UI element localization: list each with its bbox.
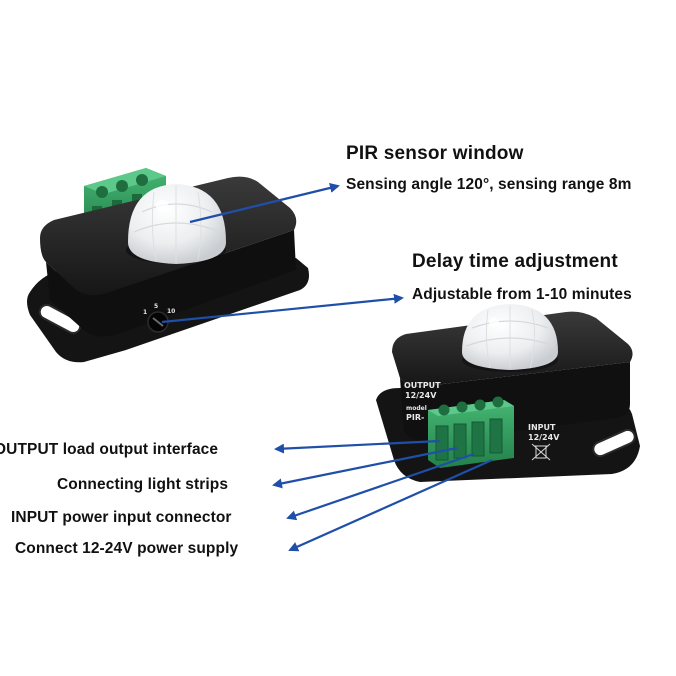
arrow-pir-window — [189, 183, 340, 224]
pir-sensor-title: PIR sensor window — [346, 143, 524, 164]
arrow-input-connector — [286, 452, 475, 521]
svg-text:5: 5 — [154, 303, 158, 310]
model-code: PIR- — [406, 413, 424, 422]
device-top-left: 1 5 10 — [27, 168, 309, 363]
callout-arrows — [161, 183, 493, 552]
pir-dome-window — [462, 304, 558, 372]
arrow-power-supply — [288, 458, 493, 552]
pir-dome-window — [126, 184, 226, 264]
arrow-delay-adjustment — [161, 293, 404, 324]
label-output-interface: OUTPUT load output interface — [0, 441, 219, 458]
device-bottom-right: OUTPUT 12/24V model PIR- INPUT 12/24V — [376, 304, 640, 482]
svg-text:10: 10 — [167, 308, 175, 315]
label-light-strips: Connecting light strips — [57, 476, 229, 493]
label-power-supply: Connect 12-24V power supply — [15, 540, 239, 557]
arrow-output-interface — [274, 439, 441, 454]
mounting-slot — [592, 428, 636, 458]
terminal-block — [428, 396, 514, 468]
delay-adjustment-detail: Adjustable from 1-10 minutes — [412, 286, 632, 303]
input-label: INPUT — [528, 423, 556, 432]
input-voltage: 12/24V — [528, 433, 560, 442]
device-markings: OUTPUT 12/24V model PIR- INPUT 12/24V — [404, 381, 560, 442]
model-prefix: model — [406, 405, 427, 412]
output-label: OUTPUT — [404, 381, 441, 390]
delay-adjustment-title: Delay time adjustment — [412, 251, 618, 272]
output-voltage: 12/24V — [405, 391, 437, 400]
mounting-slot — [38, 303, 82, 335]
weee-bin-icon — [531, 443, 551, 461]
label-input-connector: INPUT power input connector — [11, 509, 232, 526]
arrow-light-strips — [272, 446, 458, 489]
svg-text:1: 1 — [143, 309, 147, 316]
housing-front — [46, 230, 296, 337]
pir-sensor-detail: Sensing angle 120°, sensing range 8m — [346, 176, 632, 193]
